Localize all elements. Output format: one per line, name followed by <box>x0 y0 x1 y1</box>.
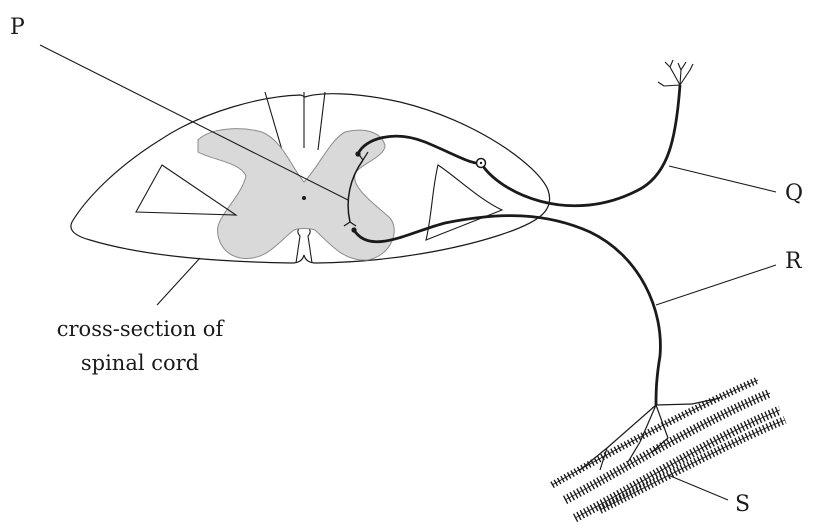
p-pointer-line <box>40 45 348 200</box>
label-p: P <box>10 15 25 40</box>
caption-pointer-line <box>157 258 200 305</box>
label-q: Q <box>785 181 803 206</box>
dorsal-median-line-right <box>318 92 325 150</box>
q-pointer-line <box>669 166 776 192</box>
left-lateral-triangle <box>136 165 236 215</box>
motor-neuron <box>354 216 660 405</box>
caption-line-1: cross-section of <box>57 317 226 341</box>
s-pointer-line <box>668 475 728 500</box>
motor-neuron-cell-body <box>351 227 356 232</box>
ventral-fissure <box>296 226 312 263</box>
label-s: S <box>735 492 750 517</box>
dorsal-root-ganglion-nucleus <box>480 162 482 164</box>
r-pointer-line <box>656 265 776 305</box>
central-canal <box>302 196 306 200</box>
label-r: R <box>785 249 803 274</box>
caption-line-2: spinal cord <box>81 351 199 375</box>
sensory-receptor-endings <box>658 60 693 86</box>
